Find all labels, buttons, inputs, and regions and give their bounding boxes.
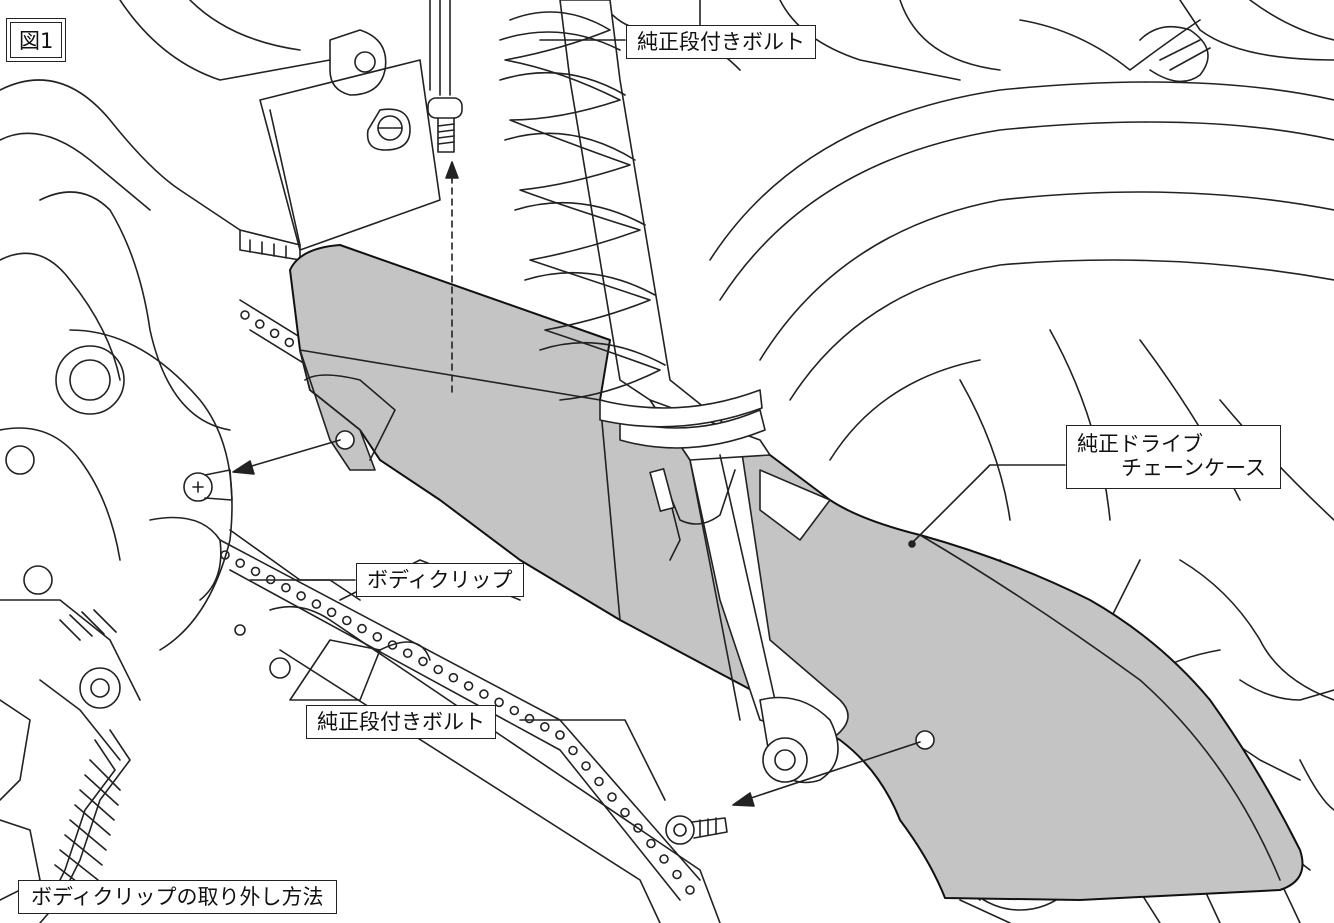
chain-link	[509, 705, 520, 716]
chain-link	[568, 745, 578, 756]
chain-link	[240, 310, 250, 320]
figure-number: 図1	[10, 22, 63, 58]
chain-link	[418, 656, 428, 667]
chain-link	[296, 591, 306, 601]
chain-link	[311, 599, 322, 609]
rear-wheel	[709, 81, 1334, 923]
chain-link	[235, 558, 245, 569]
figure-number-box: 図1	[6, 18, 67, 62]
chain-link	[284, 337, 295, 348]
label-lower-bolt: 純正段付きボルト	[306, 705, 496, 740]
chain-link	[326, 607, 337, 618]
footer-caption: ボディクリップの取り外し方法	[18, 880, 337, 915]
chain-link	[539, 721, 550, 732]
chain-link	[448, 672, 459, 683]
chain-link	[402, 648, 413, 659]
arrows	[232, 161, 921, 807]
chain-link	[463, 681, 474, 691]
chain-link	[524, 713, 535, 724]
chain-link	[672, 869, 682, 880]
leader-lines	[229, 39, 1066, 801]
chain-link	[254, 319, 265, 329]
chain-link	[555, 730, 565, 740]
chain-case	[289, 244, 1304, 901]
label-body-clip: ボディクリップ	[356, 563, 524, 598]
chain-link	[685, 885, 695, 895]
chain-link	[433, 664, 444, 675]
chain-link	[269, 328, 280, 339]
label-chain-case: 純正ドライブ チェーンケース	[1066, 425, 1281, 490]
chain-link	[581, 761, 591, 771]
frame-lines	[0, 0, 1334, 261]
label-chain-case-line1: 純正ドライブ	[1077, 432, 1203, 456]
chain-link	[620, 807, 630, 818]
top-bolt	[427, 97, 463, 153]
chain-link	[357, 623, 367, 634]
chain-link	[372, 631, 383, 642]
label-top-bolt: 純正段付きボルト	[626, 25, 816, 60]
left-components	[0, 191, 246, 923]
chain-link	[341, 615, 352, 626]
body-clip	[183, 469, 233, 502]
chain-link	[250, 566, 261, 577]
lower-bolt	[665, 815, 728, 845]
chain-link	[646, 838, 656, 849]
chain-link	[494, 697, 504, 708]
chain-link	[594, 776, 604, 787]
chain-link	[281, 582, 291, 593]
label-chain-case-line2: チェーンケース	[1121, 456, 1266, 481]
chain-link	[479, 689, 489, 699]
chain-link	[607, 792, 617, 802]
rear-shock	[499, 0, 849, 784]
chain-link	[659, 854, 669, 864]
